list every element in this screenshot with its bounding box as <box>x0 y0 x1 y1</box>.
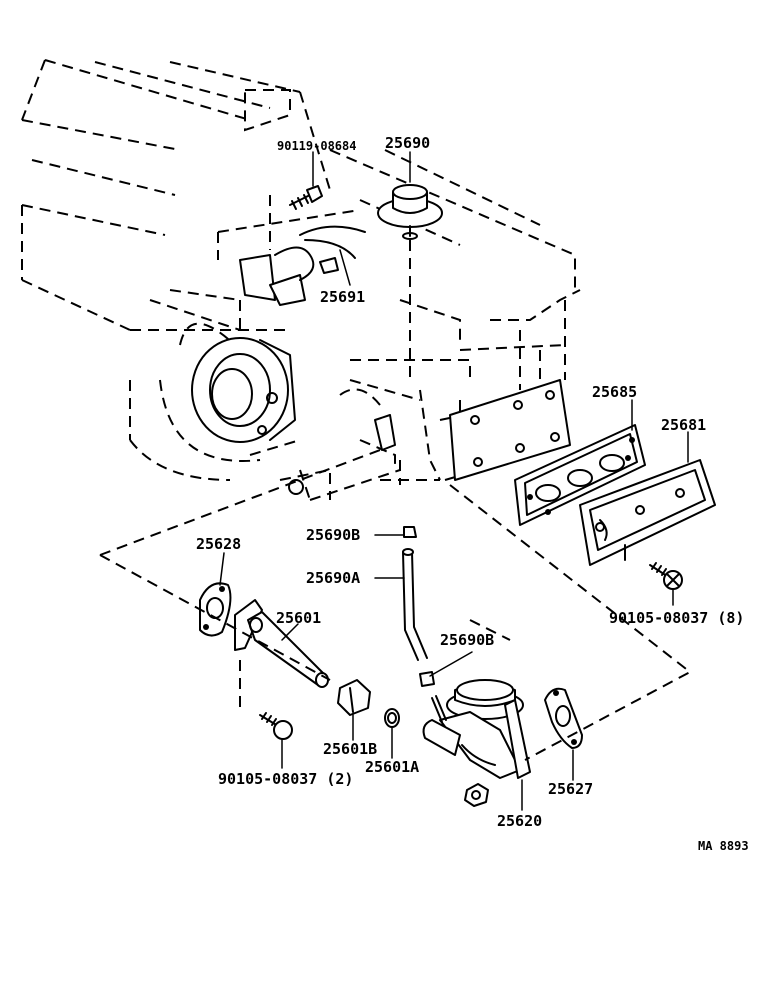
egr-valve-25620 <box>422 679 531 807</box>
hose-clip-25690B-top <box>403 526 417 538</box>
diagram-code: MA 8893 <box>698 839 749 853</box>
label-25690: 25690 <box>385 134 430 152</box>
gasket-25685 <box>514 424 646 526</box>
label-25685: 25685 <box>592 383 637 401</box>
leader-lines <box>219 151 689 811</box>
label-25601B: 25601B <box>323 740 377 758</box>
vacuum-modulator-25690 <box>377 184 443 380</box>
label-90105-08037-8: 90105-08037 (8) <box>609 609 744 627</box>
assembly-boundary <box>99 449 692 761</box>
bolt-90105-08037-2 <box>259 712 293 740</box>
union-nut-25601B <box>337 679 371 716</box>
label-25691: 25691 <box>320 288 365 306</box>
label-25628: 25628 <box>196 535 241 553</box>
label-25601: 25601 <box>276 609 321 627</box>
gasket-25628 <box>199 582 232 637</box>
bolt-90105-08037-8 <box>649 562 683 590</box>
exhaust-port <box>191 337 304 495</box>
engine-block-outline <box>21 59 581 501</box>
hose-25690A <box>402 548 428 661</box>
label-25690B-bottom: 25690B <box>440 631 494 649</box>
gasket-25627 <box>544 687 583 749</box>
label-25690A: 25690A <box>306 569 360 587</box>
ring-25601A <box>384 708 400 728</box>
label-25601A: 25601A <box>365 758 419 776</box>
egr-bracket <box>239 225 366 306</box>
part-labels: 90119-08684 25690 25691 25685 25681 2569… <box>196 134 749 853</box>
cover-plate-25681 <box>579 459 716 566</box>
bolt-90119-08684 <box>289 185 323 210</box>
head-side-plate <box>374 379 571 485</box>
label-25681: 25681 <box>661 416 706 434</box>
label-25620: 25620 <box>497 812 542 830</box>
label-90119-08684: 90119-08684 <box>277 139 356 153</box>
label-25627: 25627 <box>548 780 593 798</box>
label-90105-08037-2: 90105-08037 (2) <box>218 770 353 788</box>
label-25690B-top: 25690B <box>306 526 360 544</box>
